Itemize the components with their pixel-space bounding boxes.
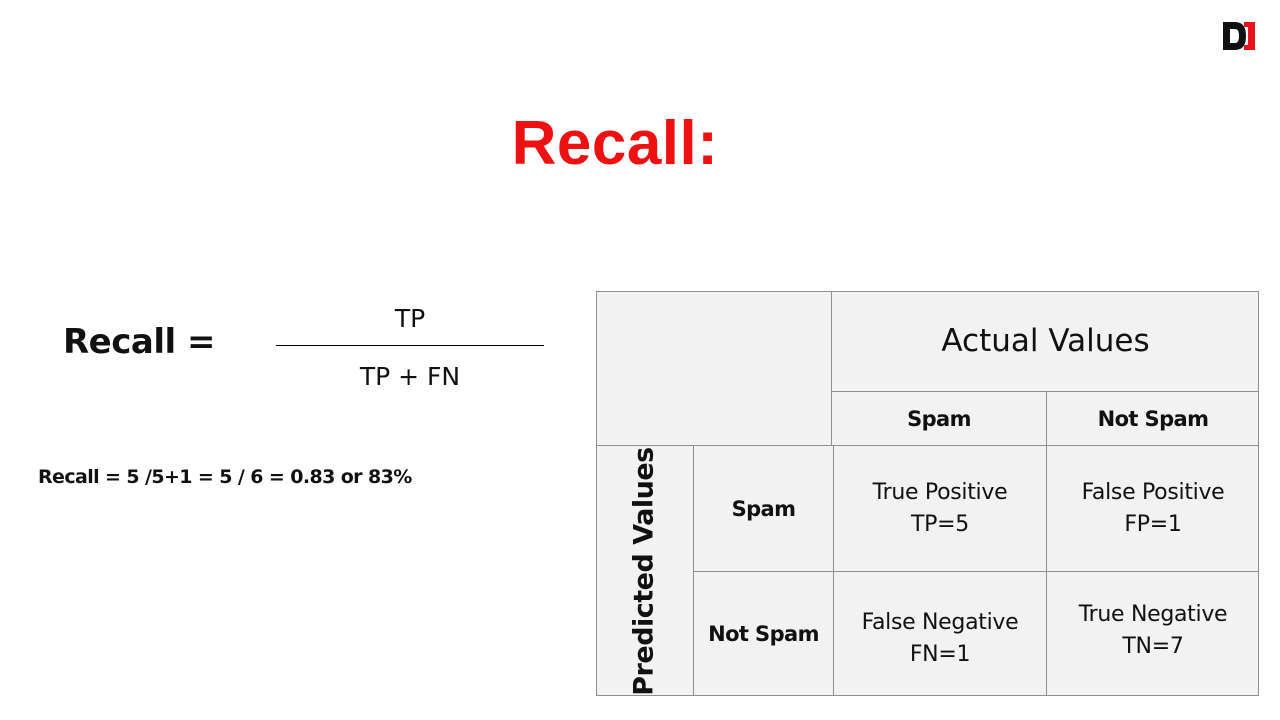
cell-true-positive: True Positive TP=5 <box>834 446 1046 571</box>
matrix-border-right <box>1258 291 1259 696</box>
matrix-divider <box>1046 391 1047 696</box>
formula-numerator: TP <box>394 304 426 333</box>
brand-logo-icon <box>1222 20 1256 52</box>
predicted-values-header-cell: Predicted Values <box>596 446 693 696</box>
cell-value: FN=1 <box>909 642 971 667</box>
matrix-divider <box>596 445 1259 446</box>
cell-value: FP=1 <box>1124 511 1182 537</box>
cell-label: False Positive <box>1081 479 1225 505</box>
confusion-matrix: Actual Values Spam Not Spam Predicted Va… <box>596 291 1259 696</box>
matrix-border-top <box>596 291 1259 292</box>
recall-formula-label: Recall = <box>63 322 215 362</box>
row-header-spam: Spam <box>731 496 796 521</box>
cell-label: True Negative <box>1078 602 1228 627</box>
matrix-divider <box>831 391 1259 392</box>
page-title: Recall: <box>511 109 719 178</box>
cell-label: True Positive <box>872 479 1008 505</box>
matrix-border-left <box>596 291 597 696</box>
matrix-divider <box>831 291 832 445</box>
col-header-spam: Spam <box>907 406 971 431</box>
cell-value: TN=7 <box>1122 634 1184 659</box>
cell-false-positive: False Positive FP=1 <box>1047 446 1259 571</box>
matrix-divider <box>833 445 834 696</box>
actual-values-header: Actual Values <box>941 323 1150 359</box>
matrix-divider <box>693 571 1259 572</box>
cell-label: False Negative <box>861 610 1019 635</box>
cell-true-negative: True Negative TN=7 <box>1047 572 1259 696</box>
matrix-divider <box>693 445 694 696</box>
formula-denominator: TP + FN <box>359 362 461 391</box>
cell-false-negative: False Negative FN=1 <box>834 572 1046 696</box>
recall-calculation: Recall = 5 /5+1 = 5 / 6 = 0.83 or 83% <box>38 466 412 488</box>
matrix-border-bottom <box>596 695 1259 696</box>
row-header-not-spam: Not Spam <box>708 622 819 646</box>
predicted-values-header: Predicted Values <box>629 446 661 696</box>
fraction-bar <box>276 345 544 346</box>
cell-value: TP=5 <box>911 511 969 537</box>
col-header-not-spam: Not Spam <box>1097 406 1209 431</box>
